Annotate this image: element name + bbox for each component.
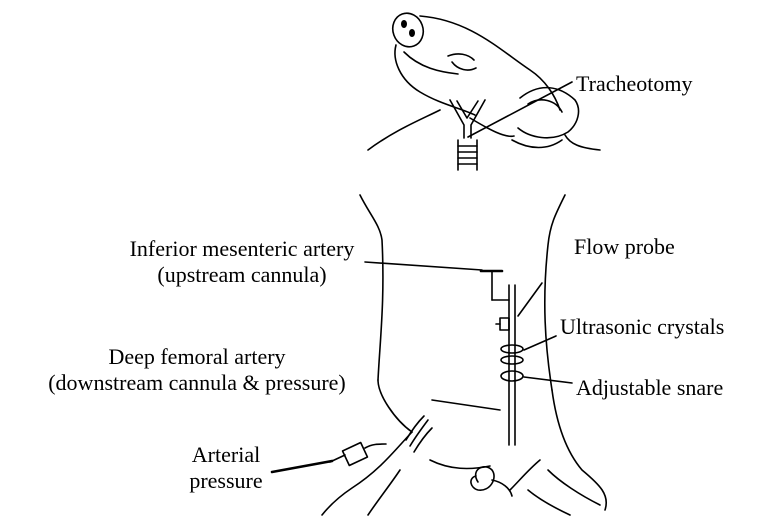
arterial-title: Arterial <box>176 442 276 468</box>
deep-femoral-leader <box>432 400 500 410</box>
flow-probe-leader <box>518 283 542 316</box>
arterial-subtitle: pressure <box>176 468 276 494</box>
arterial-pressure-catheter <box>330 443 386 466</box>
label-flow-probe: Flow probe <box>574 234 675 260</box>
label-deep-femoral-artery: Deep femoral artery (downstream cannula … <box>8 344 386 396</box>
label-inferior-mesenteric-artery: Inferior mesenteric artery (upstream can… <box>112 236 372 288</box>
label-ultrasonic-crystals: Ultrasonic crystals <box>560 314 724 340</box>
dfa-title: Deep femoral artery <box>8 344 386 370</box>
label-tracheotomy: Tracheotomy <box>576 71 693 97</box>
arterial-pressure-leader <box>272 461 332 472</box>
ima-subtitle: (upstream cannula) <box>112 262 372 288</box>
tracheotomy-tube <box>450 100 485 170</box>
ultrasonic-crystals-leader <box>524 336 556 350</box>
aorta-vessel <box>481 271 523 445</box>
ima-title: Inferior mesenteric artery <box>112 236 372 262</box>
label-arterial-pressure: Arterial pressure <box>176 442 276 494</box>
label-adjustable-snare: Adjustable snare <box>576 375 723 401</box>
dfa-subtitle: (downstream cannula & pressure) <box>8 370 386 396</box>
adjustable-snare-leader <box>524 377 572 383</box>
